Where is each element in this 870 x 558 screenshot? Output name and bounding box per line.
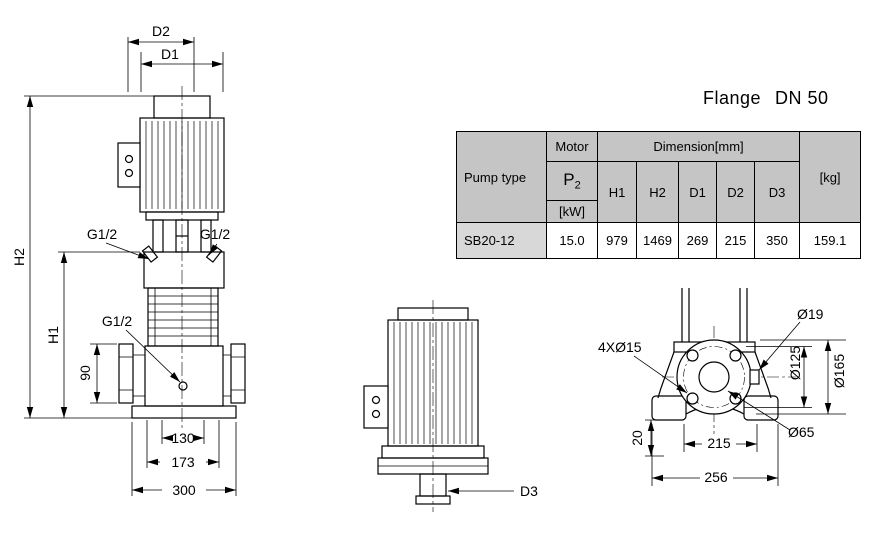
dim-label-d1: D1 <box>161 46 179 62</box>
dim-label-4x15: 4XØ15 <box>598 339 642 355</box>
terminal-box <box>117 142 141 188</box>
side-view-drawing: D3 <box>363 300 538 512</box>
col-header-d2: D2 <box>716 161 755 223</box>
col-header-dimension: Dimension[mm] <box>596 131 801 162</box>
foot-right <box>743 395 779 421</box>
cell-p2: 15.0 <box>546 222 598 259</box>
terminal-box-side <box>363 385 389 429</box>
front-view-drawing: D2 D1 H2 H1 G1/2 G1/2 G1/2 90 130 173 30… <box>11 23 246 498</box>
dim-label-90: 90 <box>77 365 93 381</box>
base-dimension-lines <box>633 321 846 486</box>
base-plate <box>131 405 237 419</box>
bolt-hole <box>686 349 699 362</box>
port-label-g12-drain: G1/2 <box>102 313 133 329</box>
bolt-hole <box>686 392 699 405</box>
dim-label-d3: D3 <box>520 483 538 499</box>
gauge-tap-boss <box>749 369 760 385</box>
col-header-kw-unit: [kW] <box>546 200 598 223</box>
flange-label: Flange <box>703 88 762 108</box>
discharge-flange <box>230 343 246 404</box>
pump-casing <box>118 343 246 419</box>
col-header-pump-type: Pump type <box>456 131 547 223</box>
suction-flange <box>118 343 134 404</box>
dim-label-h2: H2 <box>11 248 27 266</box>
dim-label-130: 130 <box>171 430 195 446</box>
p2-symbol: P <box>563 170 575 190</box>
col-header-motor: Motor <box>546 131 598 162</box>
riser-pipe <box>681 288 748 342</box>
cell-h1: 979 <box>597 222 637 259</box>
cell-pump-type: SB20-12 <box>456 222 547 259</box>
col-header-d3: D3 <box>753 161 801 223</box>
cell-h2: 1469 <box>636 222 679 259</box>
p2-subscript: 2 <box>574 179 581 192</box>
stage-stack <box>147 287 219 347</box>
cell-d3: 350 <box>753 222 801 259</box>
dim-label-20: 20 <box>629 430 645 446</box>
col-header-d1: D1 <box>678 161 717 223</box>
pump-side-base <box>377 445 489 505</box>
dim-label-256: 256 <box>704 469 728 485</box>
drain-plug <box>178 381 188 391</box>
cell-d1: 269 <box>678 222 717 259</box>
dim-label-215: 215 <box>707 435 731 451</box>
cell-d2: 215 <box>716 222 755 259</box>
port-label-g12-left: G1/2 <box>87 226 118 242</box>
col-header-h2: H2 <box>636 161 679 223</box>
motor-front <box>117 95 225 221</box>
pump-head <box>141 245 225 289</box>
dim-label-h1: H1 <box>45 326 61 344</box>
dim-label-d2: D2 <box>152 23 170 39</box>
bolt-circle <box>683 346 745 408</box>
table-row: SB20-12 15.0 979 1469 269 215 350 159.1 <box>456 222 862 259</box>
dim-label-d125: Ø125 <box>787 346 803 380</box>
foot-left <box>651 395 687 421</box>
spec-table: Pump type Motor Dimension[mm] [kg] P2 H1… <box>456 131 862 259</box>
dim-label-d165: Ø165 <box>831 354 847 388</box>
bolt-hole <box>729 349 742 362</box>
dim-label-173: 173 <box>171 454 195 470</box>
dim-label-300: 300 <box>172 482 196 498</box>
base-view-drawing: 4XØ15 Ø19 Ø125 Ø165 Ø65 20 215 256 <box>598 288 847 486</box>
col-header-h1: H1 <box>597 161 637 223</box>
flange-bore <box>698 361 730 393</box>
cell-kg: 159.1 <box>799 222 862 259</box>
dim-label-d65: Ø65 <box>788 424 815 440</box>
flange-dn-value: DN 50 <box>775 88 829 108</box>
col-header-p2: P2 <box>546 161 598 201</box>
col-header-kg: [kg] <box>799 131 862 223</box>
port-label-g12-right: G1/2 <box>200 226 231 242</box>
front-dimension-lines <box>24 37 237 496</box>
motor-side <box>363 307 479 447</box>
vent-fitting-left <box>141 245 159 263</box>
dim-label-d19: Ø19 <box>797 306 824 322</box>
flange-spec-title: Flange DN 50 <box>703 88 829 109</box>
